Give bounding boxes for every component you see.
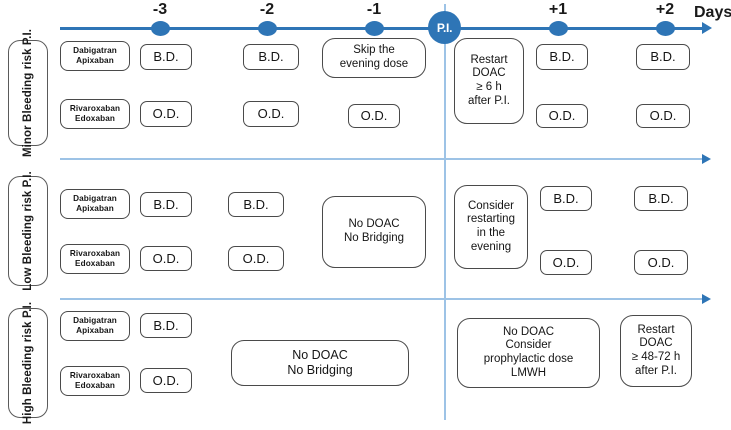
timeline-dot-minus2 [258,21,277,36]
dose-box-minor-od-minus3: O.D. [140,101,192,127]
dose-box-minor-od-plus2: O.D. [636,104,690,128]
row-separator-line-2 [60,298,705,300]
dose-box-low-bd-plus2: B.D. [634,186,688,211]
timeline-dot-minus3 [151,21,170,36]
drug-box-rivaroxaban-edoxaban-minor: Rivaroxaban Edoxaban [60,99,130,129]
note-box-low-consider-restarting-evening: Consider restarting in the evening [454,185,528,269]
drug-box-dabigatran-apixaban-high: Dabigatran Apixaban [60,311,130,341]
drug-box-dabigatran-apixaban-minor: Dabigatran Apixaban [60,41,130,71]
row-label-low-text: Low Bleeding risk P.I. [22,171,35,291]
dose-box-minor-bd-plus1: B.D. [536,44,588,70]
row-label-minor-bleeding-risk: Minor Bleeding risk P.I. [8,29,48,157]
row-label-low-bleeding-risk: Low Bleeding risk P.I. [8,171,48,291]
dose-box-low-bd-minus2: B.D. [228,192,284,217]
timeline-label-minus1: -1 [366,1,382,18]
note-box-high-no-doac-no-bridging: No DOAC No Bridging [231,340,409,386]
drug-box-rivaroxaban-edoxaban-high: Rivaroxaban Edoxaban [60,366,130,396]
note-box-minor-restart-doac-6h: Restart DOAC ≥ 6 h after P.I. [454,38,524,124]
note-box-low-no-doac-no-bridging: No DOAC No Bridging [322,196,426,268]
row-separator-arrow-2 [702,293,711,304]
row-label-high-text: High Bleeding risk P.I. [22,301,35,425]
dose-box-low-bd-minus3: B.D. [140,192,192,217]
drug-box-rivaroxaban-edoxaban-low: Rivaroxaban Edoxaban [60,244,130,274]
dose-box-high-bd-minus3: B.D. [140,313,192,338]
note-box-minor-skip-evening-dose: Skip the evening dose [322,38,426,78]
timeline-label-minus3: -3 [152,1,168,18]
dose-box-high-od-minus3: O.D. [140,368,192,393]
row-label-minor-text: Minor Bleeding risk P.I. [22,28,34,158]
pi-marker-circle: P.I. [428,11,461,44]
timeline-dot-plus2 [656,21,675,36]
dose-box-minor-od-minus2: O.D. [243,101,299,127]
dose-box-minor-bd-minus2: B.D. [243,44,299,70]
timeline-dot-minus1 [365,21,384,36]
timeline-label-minus2: -2 [259,1,275,18]
note-box-high-restart-doac-48-72h: Restart DOAC ≥ 48-72 h after P.I. [620,315,692,387]
dose-box-minor-bd-minus3: B.D. [140,44,192,70]
days-axis-label: Days [694,4,731,21]
row-separator-arrow-1 [702,153,711,164]
dose-box-low-od-plus1: O.D. [540,250,592,275]
dose-box-minor-od-minus1: O.D. [348,104,400,128]
drug-box-dabigatran-apixaban-low: Dabigatran Apixaban [60,189,130,219]
dose-box-low-od-minus2: O.D. [228,246,284,271]
dose-box-low-od-minus3: O.D. [140,246,192,271]
dose-box-low-od-plus2: O.D. [634,250,688,275]
dose-box-minor-bd-plus2: B.D. [636,44,690,70]
row-label-high-bleeding-risk: High Bleeding risk P.I. [8,302,48,424]
dose-box-minor-od-plus1: O.D. [536,104,588,128]
timeline-dot-plus1 [549,21,568,36]
timeline-arrowhead [702,22,712,34]
note-box-high-no-doac-prophylactic-lmwh: No DOAC Consider prophylactic dose LMWH [457,318,600,388]
pi-vertical-guide-line [444,4,446,420]
dose-box-low-bd-plus1: B.D. [540,186,592,211]
row-separator-line-1 [60,158,705,160]
timeline-label-plus2: +2 [655,1,675,18]
timeline-label-plus1: +1 [548,1,568,18]
